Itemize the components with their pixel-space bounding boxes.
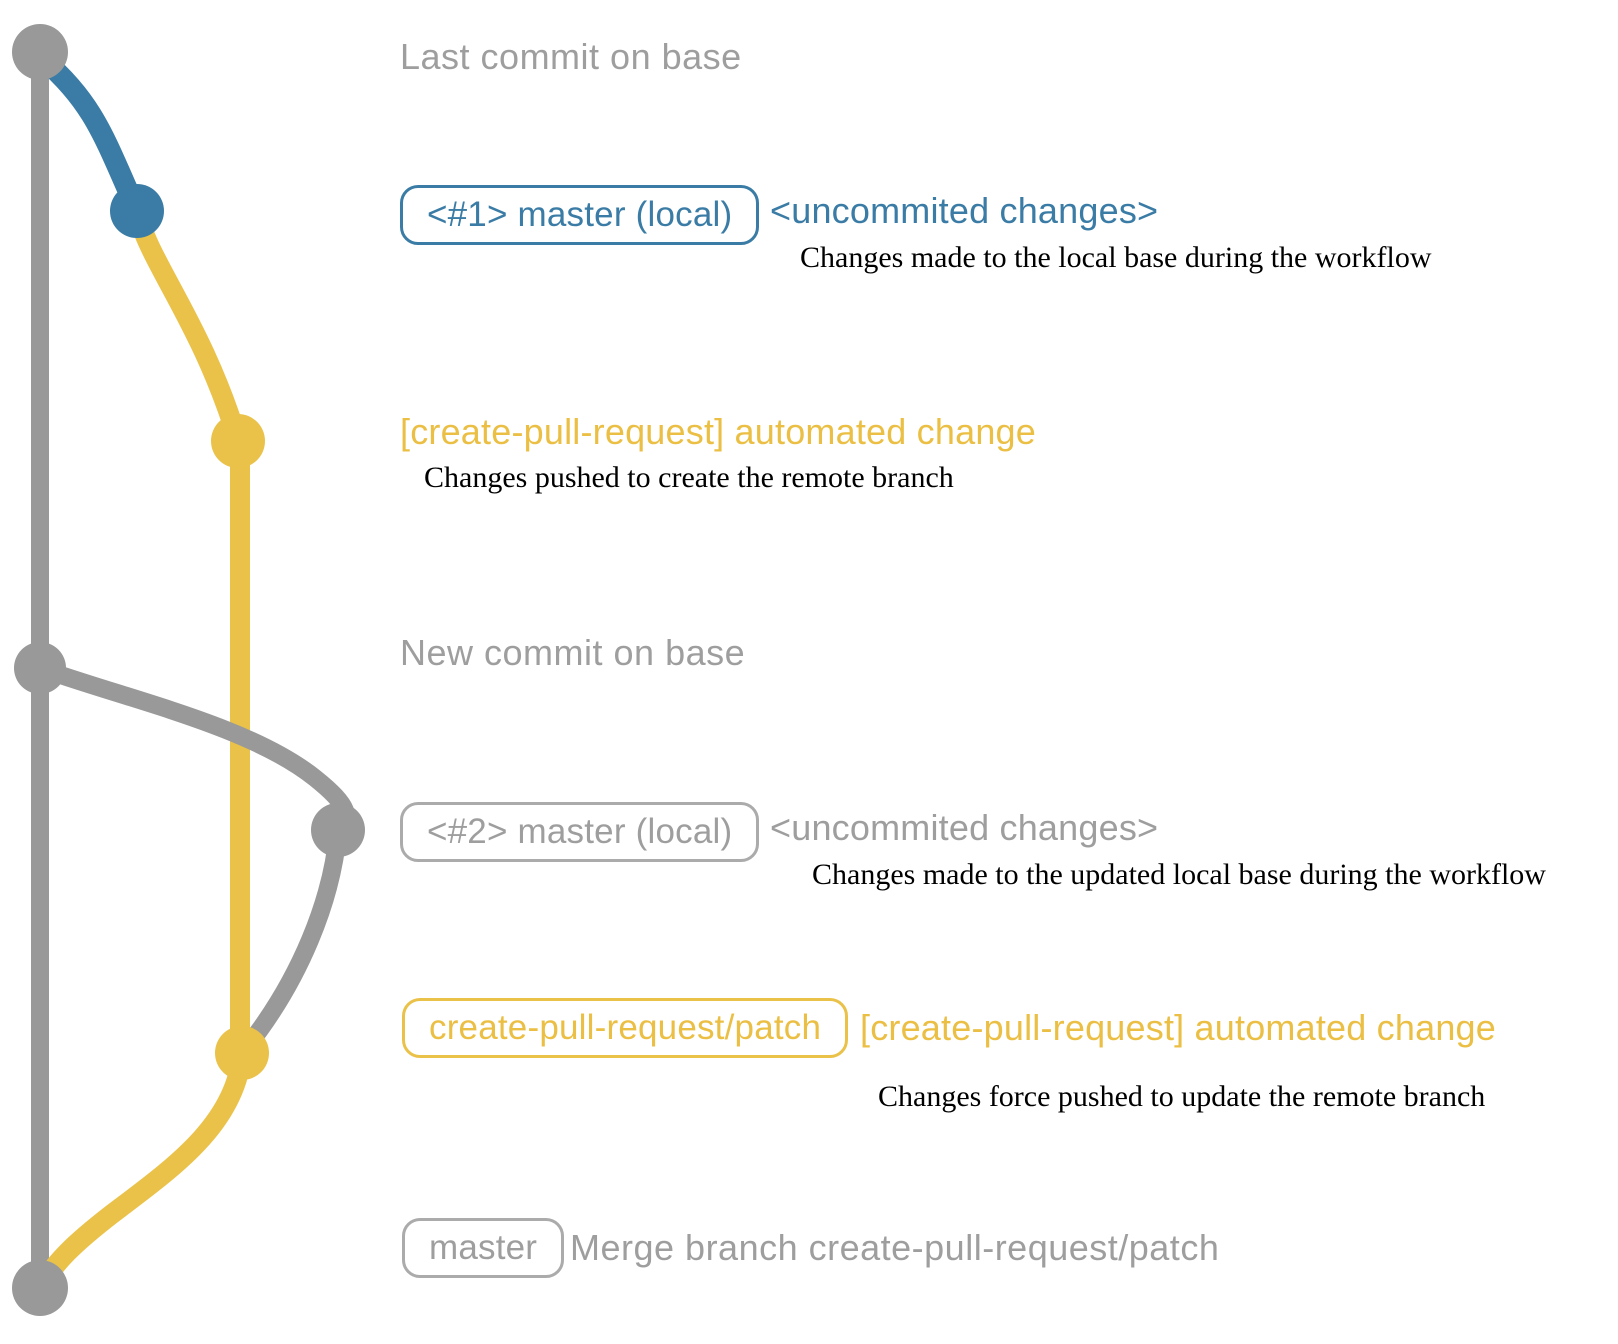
commit-description-patch-2: Changes force pushed to update the remot… <box>878 1080 1486 1113</box>
commit-node-patch-1 <box>211 414 265 468</box>
branch-line-local-master-1 <box>31 47 148 222</box>
branch-badge-patch: create-pull-request/patch <box>402 998 849 1058</box>
branch-line-patch-merge <box>32 1043 252 1294</box>
commit-node-patch-2 <box>215 1026 269 1080</box>
commit-description-local-1: Changes made to the local base during th… <box>800 241 1432 274</box>
commit-node-last-base <box>12 24 68 80</box>
commit-title-patch-2: [create-pull-request] automated change <box>860 1007 1496 1048</box>
commit-node-local-2 <box>311 803 365 857</box>
commit-description-local-2: Changes made to the updated local base d… <box>812 858 1546 891</box>
commit-description-patch-1: Changes pushed to create the remote bran… <box>424 461 954 494</box>
branch-badge-master-local-1: <#1> master (local) <box>400 185 760 245</box>
commit-message-merge: Merge branch create-pull-request/patch <box>570 1227 1220 1268</box>
commit-node-local-1 <box>110 184 164 238</box>
commit-message-new-base: New commit on base <box>400 632 746 673</box>
commit-title-local-1: <uncommited changes> <box>770 190 1159 231</box>
branch-line-patch-create <box>127 201 248 451</box>
branch-line-patch-update <box>237 823 347 1057</box>
branch-line-local-master-2 <box>31 659 356 841</box>
branch-badge-master-local-2: <#2> master (local) <box>400 802 760 862</box>
commit-message-last-base: Last commit on base <box>400 36 742 77</box>
commit-node-new-base <box>14 642 66 694</box>
commit-title-local-2: <uncommited changes> <box>770 807 1159 848</box>
branch-badge-master-merged: master <box>402 1218 565 1278</box>
commit-node-merge <box>12 1260 68 1316</box>
commit-title-patch-1: [create-pull-request] automated change <box>400 411 1036 452</box>
